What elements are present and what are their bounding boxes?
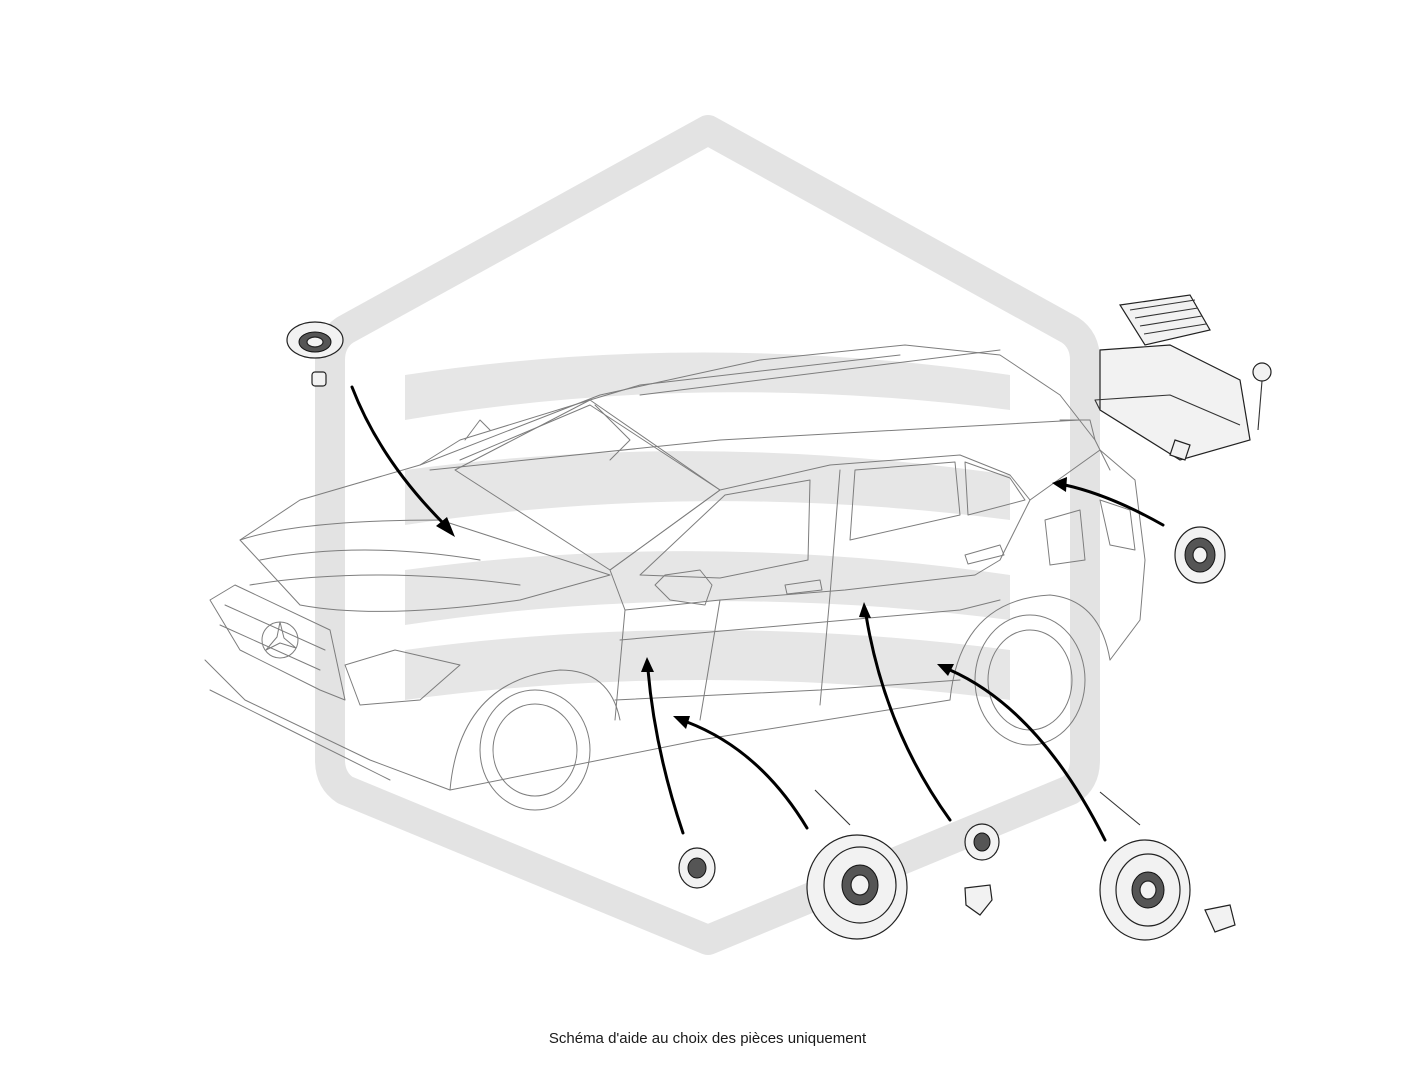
arrowhead-rear-quarter: [1052, 477, 1067, 492]
arrow-rear-door-tweeter: [864, 613, 952, 822]
arrowhead-rear-door-tweeter: [859, 602, 871, 618]
arrowhead-front-tweeter: [436, 517, 455, 537]
arrowhead-front-door-woofer: [673, 716, 690, 729]
arrowhead-front-door-tweeter: [641, 657, 654, 672]
front-tweeter-speaker[interactable]: [286, 321, 344, 387]
audio-amplifier[interactable]: [1094, 294, 1272, 461]
caption: Schéma d'aide au choix des pièces unique…: [548, 1030, 867, 1047]
rear-door-tweeter[interactable]: [964, 823, 1000, 916]
rear-door-woofer[interactable]: [1099, 791, 1236, 941]
arrow-front-door-tweeter: [646, 668, 685, 835]
arrowhead-rear-door-woofer: [937, 664, 954, 676]
front-door-tweeter[interactable]: [678, 847, 716, 889]
leader-arrows: [350, 385, 1165, 842]
watermark-logo: [315, 115, 1100, 955]
rear-quarter-speaker[interactable]: [1174, 526, 1226, 584]
car-outline: [204, 344, 1146, 811]
front-door-woofer[interactable]: [806, 789, 908, 940]
arrow-front-tweeter: [350, 385, 447, 527]
arrow-rear-door-woofer: [948, 668, 1107, 842]
arrow-front-door-woofer: [685, 720, 809, 830]
arrow-rear-quarter: [1063, 483, 1165, 527]
